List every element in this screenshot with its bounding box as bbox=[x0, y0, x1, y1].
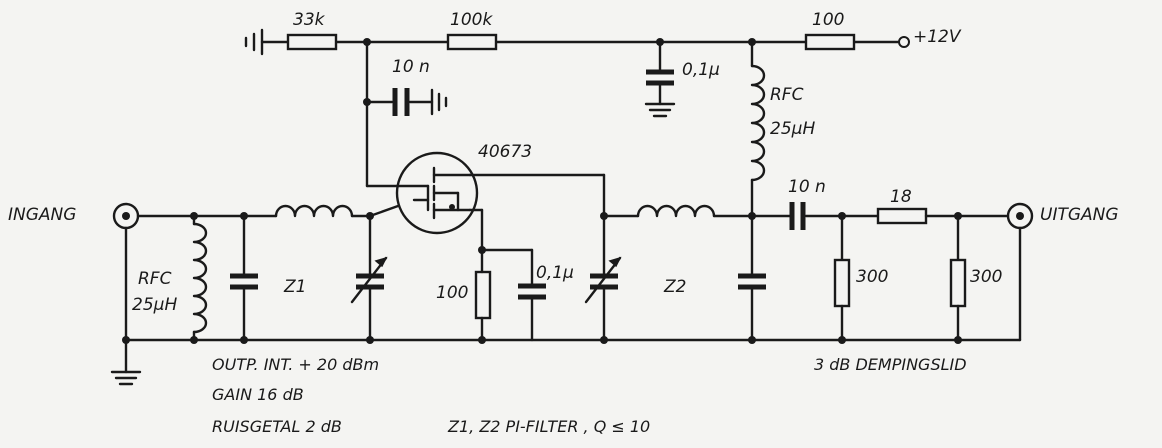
resistor-33k bbox=[286, 33, 338, 51]
spec-noise: RUISGETAL 2 dB bbox=[212, 417, 342, 436]
gate1-wire bbox=[368, 204, 400, 218]
output-connector bbox=[1006, 202, 1034, 342]
inductor-z1 bbox=[274, 204, 354, 218]
label-0-1u-source: 0,1µ bbox=[536, 263, 574, 283]
label-100-supply: 100 bbox=[812, 10, 844, 30]
junction bbox=[478, 336, 486, 344]
variable-capacitor-z1 bbox=[350, 214, 388, 342]
label-output: UITGANG bbox=[1040, 205, 1119, 225]
label-0-1u-top: 0,1µ bbox=[682, 60, 720, 80]
label-10n-output: 10 n bbox=[788, 177, 826, 197]
junction bbox=[600, 336, 608, 344]
resistor-18 bbox=[876, 207, 928, 225]
resistor-300-a bbox=[833, 214, 851, 342]
input-connector bbox=[110, 202, 142, 386]
label-25uh-left: 25µH bbox=[132, 295, 177, 315]
junction bbox=[363, 98, 371, 106]
junction bbox=[748, 212, 756, 220]
vcc-terminal bbox=[898, 36, 910, 48]
junction bbox=[838, 212, 846, 220]
resistor-100-source bbox=[474, 248, 492, 342]
junction bbox=[954, 336, 962, 344]
label-z1: Z1 bbox=[283, 277, 306, 297]
junction bbox=[190, 336, 198, 344]
capacitor-10n-output bbox=[789, 202, 806, 230]
label-rfc-left: RFC bbox=[138, 269, 172, 289]
mosfet-40673 bbox=[395, 151, 479, 235]
capacitor-0-1u-source bbox=[480, 248, 546, 342]
capacitor-z2-output bbox=[738, 214, 766, 342]
inductor-z2 bbox=[636, 204, 716, 218]
label-vcc: +12V bbox=[913, 27, 962, 47]
label-300-b: 300 bbox=[970, 267, 1002, 287]
junction bbox=[240, 336, 248, 344]
junction bbox=[240, 212, 248, 220]
junction bbox=[748, 336, 756, 344]
label-300-a: 300 bbox=[856, 267, 888, 287]
junction bbox=[954, 212, 962, 220]
label-10n-gate: 10 n bbox=[392, 57, 430, 77]
junction bbox=[838, 336, 846, 344]
ground-symbol-top-left bbox=[244, 28, 264, 56]
resistor-100k bbox=[446, 33, 498, 51]
capacitor-z1-input bbox=[230, 214, 258, 342]
variable-capacitor-z2 bbox=[584, 214, 622, 342]
label-attenuator: 3 dB DEMPINGSLID bbox=[814, 355, 967, 374]
spec-filter: Z1, Z2 PI-FILTER , Q ≤ 10 bbox=[447, 417, 650, 436]
rfc-input-choke bbox=[192, 214, 208, 342]
label-z2: Z2 bbox=[663, 277, 686, 297]
label-rfc-right: RFC bbox=[770, 85, 804, 105]
junction bbox=[366, 336, 374, 344]
label-100-source: 100 bbox=[436, 283, 468, 303]
resistor-100-supply bbox=[804, 33, 856, 51]
resistor-300-b bbox=[949, 214, 967, 342]
junction bbox=[190, 212, 198, 220]
label-33k: 33k bbox=[293, 10, 326, 30]
spec-gain: GAIN 16 dB bbox=[212, 385, 304, 404]
junction bbox=[122, 336, 130, 344]
spec-output-power: OUTP. INT. + 20 dBm bbox=[212, 355, 379, 374]
label-fet: 40673 bbox=[478, 142, 532, 162]
label-25uh-right: 25µH bbox=[770, 119, 815, 139]
capacitor-0-1u-decoupling bbox=[644, 40, 676, 118]
label-18: 18 bbox=[890, 187, 912, 207]
label-100k: 100k bbox=[450, 10, 493, 30]
label-input: INGANG bbox=[8, 205, 76, 225]
rfc-drain-choke bbox=[750, 40, 766, 218]
